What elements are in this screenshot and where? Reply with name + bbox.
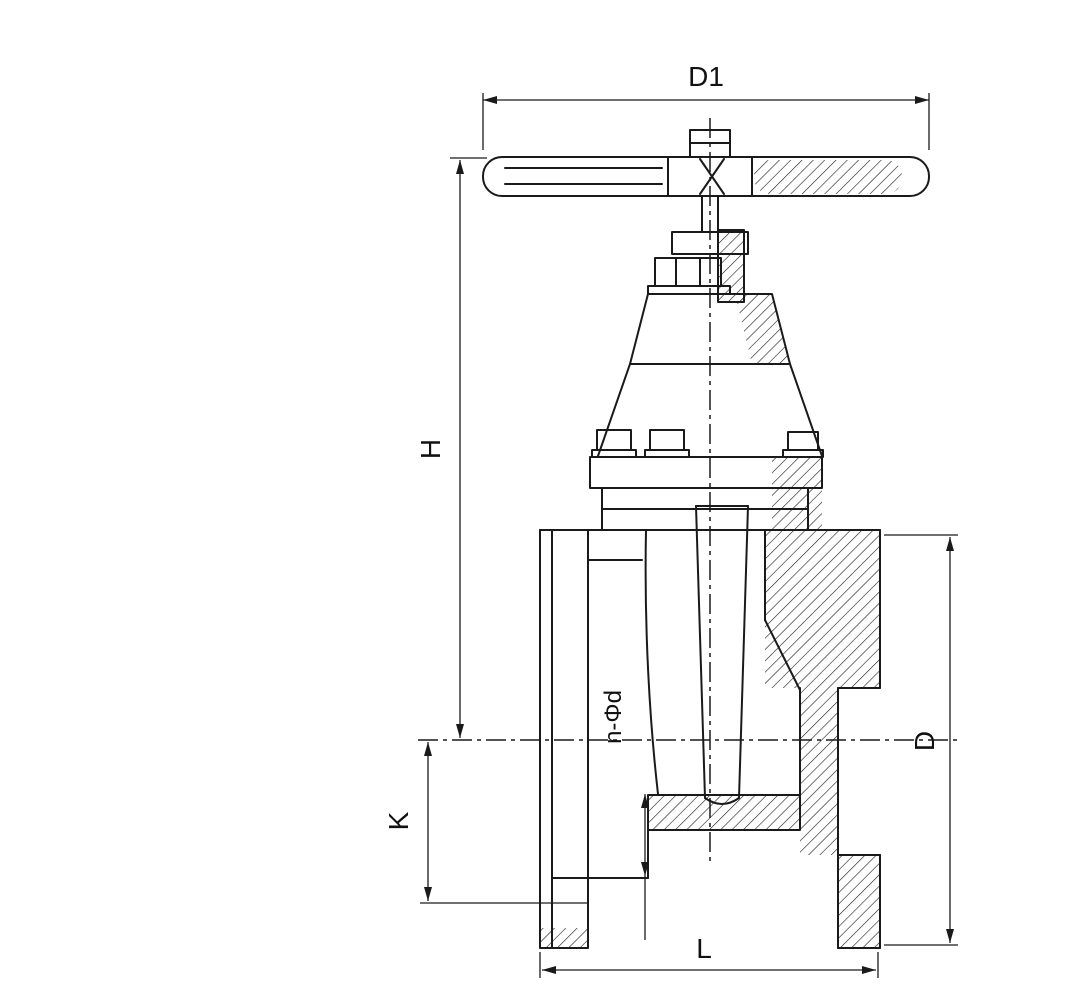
- left-flange: [539, 529, 589, 949]
- dim-k: [420, 742, 588, 904]
- bolt-head-right: [787, 431, 819, 451]
- valve-outline: [482, 129, 930, 949]
- hatch-body-right-wall: [765, 530, 880, 688]
- dim-label-d: D: [909, 731, 940, 751]
- dim-h: [450, 157, 487, 738]
- bolt-head-center: [649, 429, 685, 451]
- bonnet-flange: [589, 456, 823, 489]
- arrow-d-bottom: [946, 929, 954, 943]
- dimension-lines: [420, 93, 958, 978]
- dim-d: [884, 534, 958, 946]
- arrow-h-top: [456, 160, 464, 174]
- hatch-left-flange-bottom: [540, 928, 588, 948]
- body-inner-wall: [644, 529, 659, 795]
- dimension-labels: D1 H K n-Φd D L: [383, 61, 940, 964]
- stem-hex-nut: [654, 257, 722, 287]
- hatch-handwheel-grip: [754, 160, 902, 194]
- arrow-k-top: [424, 742, 432, 756]
- arrow-l-right: [862, 966, 876, 974]
- stem-section: [717, 229, 745, 303]
- dim-label-n-phi-d: n-Φd: [600, 690, 627, 744]
- arrow-k-bottom: [424, 887, 432, 901]
- dim-label-k: K: [383, 811, 414, 830]
- arrow-small-down: [641, 862, 649, 876]
- hatch-bonnet-right: [772, 456, 822, 530]
- centerlines: [418, 118, 960, 862]
- arrow-small-up: [641, 794, 649, 808]
- arrow-h-bottom: [456, 724, 464, 738]
- bottom-wall: [647, 794, 801, 831]
- dim-d1: [482, 93, 930, 150]
- hatch-bottom-wall: [648, 795, 800, 830]
- dim-label-h: H: [415, 439, 446, 459]
- arrow-l-left: [542, 966, 556, 974]
- gate-right-edge: [738, 505, 749, 799]
- stem-assembly: [647, 195, 749, 303]
- section-hatching: [540, 160, 902, 948]
- handwheel: [482, 129, 930, 197]
- dim-label-d1: D1: [688, 61, 724, 92]
- gate-left-edge: [695, 505, 706, 799]
- hatch-right-flange: [838, 855, 880, 948]
- dim-label-l: L: [696, 933, 712, 964]
- dimension-arrows: [424, 96, 954, 974]
- bonnet: [589, 363, 824, 531]
- hub-cross-line-2: [699, 158, 725, 195]
- valve-body: [539, 505, 881, 949]
- dim-l: [539, 952, 879, 978]
- hatch-hub-wall: [800, 688, 838, 855]
- arrow-d1-left: [483, 96, 497, 104]
- arrow-d-top: [946, 537, 954, 551]
- gate-bottom: [704, 797, 740, 805]
- arrow-d1-right: [915, 96, 929, 104]
